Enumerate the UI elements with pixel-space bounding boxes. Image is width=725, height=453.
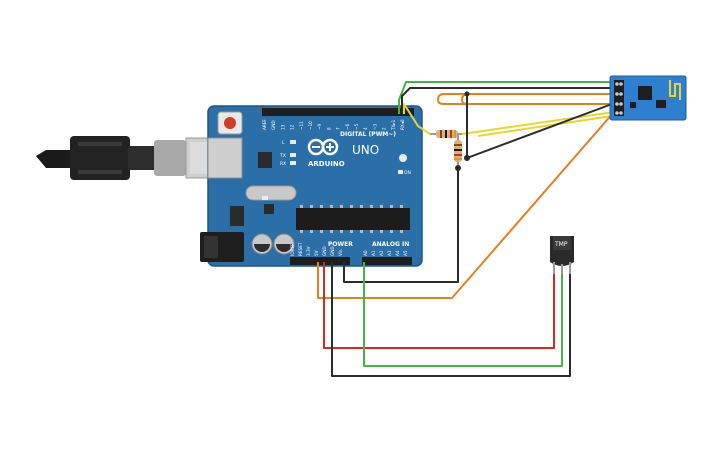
antenna-trace-icon: [669, 80, 681, 100]
pin-label: RX◂0: [400, 119, 405, 130]
wire-yellow-2: [477, 115, 613, 137]
junction-dot: [455, 165, 461, 171]
pin-label: Vin: [338, 249, 343, 256]
on-label: ON: [404, 170, 411, 176]
digital-header[interactable]: [262, 108, 414, 116]
wire-black-gnd: [343, 168, 459, 283]
wire-orange-loop-1: [437, 93, 612, 105]
board-brand: ARDUINO: [308, 160, 345, 168]
led-label-l: L: [282, 140, 285, 146]
pin-label: ~5: [354, 123, 359, 130]
pin-label: GND: [330, 246, 335, 256]
pin-label: 3.3V: [306, 246, 311, 256]
pin-label: ~10: [308, 121, 313, 130]
digital-header-label: DIGITAL (PWM~): [340, 131, 396, 138]
led-label-tx: TX: [279, 153, 286, 159]
pin-label: AREF: [262, 119, 267, 130]
pin-label: A4: [395, 250, 400, 256]
wire-black-sensor: [331, 262, 571, 377]
esp8266-module[interactable]: [609, 75, 687, 121]
tmp-sensor[interactable]: TMP: [550, 236, 574, 274]
pin-label: 13: [280, 124, 285, 130]
pin-label: A2: [379, 250, 384, 256]
sensor-label: TMP: [554, 241, 568, 248]
wire-black-top: [401, 87, 612, 114]
pin-label: ~3: [372, 123, 377, 130]
pin-label: 7: [336, 127, 341, 130]
pin-label: 12: [290, 124, 295, 130]
wire-red-sensor: [323, 262, 555, 349]
pin-label: A5: [403, 250, 408, 256]
pin-label: A3: [387, 250, 392, 256]
led-label-rx: RX: [280, 161, 286, 167]
pin-label: GND: [322, 246, 327, 256]
pin-label: ~11: [299, 121, 304, 130]
wire-orange-long: [317, 111, 615, 299]
junction-dot: [464, 91, 470, 97]
pin-label: 8: [326, 127, 331, 130]
junction-dot: [464, 155, 470, 161]
wire-orange-loop-2: [461, 93, 612, 105]
power-header[interactable]: [290, 257, 350, 265]
atmega-chip: [296, 208, 410, 230]
arduino-logo-icon: [307, 138, 339, 156]
pin-label: 5V: [314, 250, 319, 256]
pin-label: A0: [363, 250, 368, 256]
pin-label: ~6: [345, 123, 350, 130]
pin-label: A1: [371, 250, 376, 256]
wire-yellow-top: [403, 103, 431, 135]
board-model: UNO: [352, 143, 379, 157]
arduino-uno-board[interactable]: ARDUINO UNO DIGITAL (PWM~) POWER ANALOG …: [200, 105, 423, 267]
power-header-label: POWER: [328, 241, 353, 248]
resistor-horizontal[interactable]: [430, 130, 462, 138]
wires[interactable]: [317, 81, 615, 377]
pin-label: TX▸1: [391, 119, 396, 131]
pin-label: 4: [363, 127, 368, 130]
analog-header-label: ANALOG IN: [372, 241, 409, 248]
pin-label: RESET: [298, 242, 303, 256]
wire-black-esp: [466, 103, 613, 159]
pin-label: 2: [382, 127, 387, 130]
wire-yellow-esp: [461, 111, 615, 135]
pin-label: ~9: [317, 123, 322, 130]
wire-green-sensor: [363, 262, 563, 367]
resistor-vertical[interactable]: [454, 134, 462, 168]
digital-pin-labels: AREF GND 13 12 ~11 ~10 ~9 8 7 ~6 ~5 4 ~3 2 TX▸1 RX◂0: [262, 119, 405, 131]
pin-label: GND: [271, 120, 276, 130]
wire-green-top: [398, 81, 612, 114]
analog-header[interactable]: [362, 257, 412, 265]
pin-label: IOREF: [290, 243, 295, 256]
